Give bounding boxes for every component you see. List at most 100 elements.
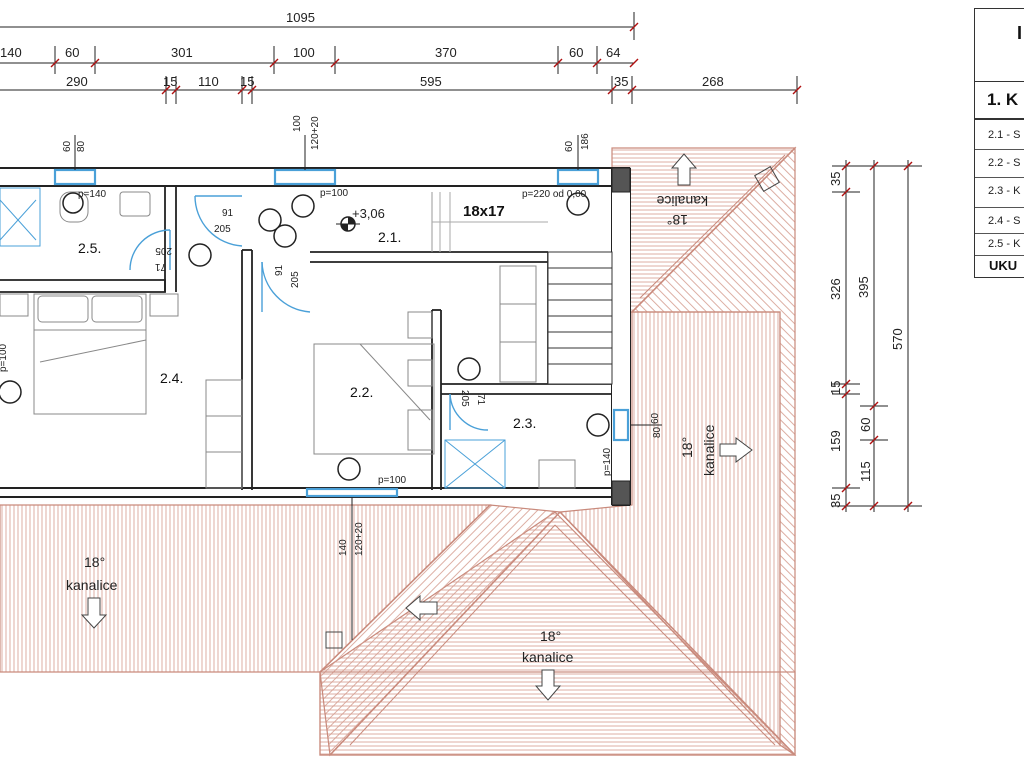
window-height-label: 120+20 <box>310 116 321 150</box>
roof-areas <box>0 146 797 757</box>
light-icon <box>188 243 212 267</box>
dimension-lines-right <box>832 160 922 512</box>
dimension-label: 570 <box>890 328 905 350</box>
annotations: +3,06 18x17 p=140 p=100 p=220 od 0,00 p=… <box>0 115 663 556</box>
legend-row-label: 2.5 - K <box>988 238 1021 250</box>
dimension-label: 35 <box>828 172 843 186</box>
door-swing <box>449 393 489 431</box>
window <box>53 168 97 186</box>
window-width-label: 140 <box>338 539 349 556</box>
light-icon <box>62 192 84 214</box>
room-label-2-2: 2.2. <box>350 384 373 400</box>
dimension-label: 140 <box>0 45 22 60</box>
roof-slope-label-left: 18° <box>84 554 105 570</box>
light-icon <box>258 208 282 232</box>
dimension-label: 100 <box>293 45 315 60</box>
level-marker <box>336 216 360 232</box>
legend-row: 2.1 - S <box>975 119 1024 150</box>
roof-arrows <box>80 153 753 701</box>
room-legend-table: I 1. K 2.1 - S 2.2 - S 2.3 - K 2.4 - S 2… <box>974 8 1024 278</box>
door-swing <box>261 261 311 313</box>
legend-row-label: 2.4 - S <box>988 215 1021 227</box>
dimension-label: 15 <box>163 74 177 89</box>
room-label-2-3: 2.3. <box>513 415 536 431</box>
shower <box>444 439 506 489</box>
wardrobe <box>205 379 243 489</box>
light-icon <box>273 224 297 248</box>
roof-slope-label-right: 18° <box>679 437 695 458</box>
window-width-label: 60 <box>62 140 73 152</box>
roof-slope-label-center: 18° <box>540 628 561 644</box>
window <box>273 168 337 186</box>
dimension-label: 60 <box>569 45 583 60</box>
window-width-label: 60 <box>564 140 575 152</box>
light-icon <box>0 380 22 404</box>
door-width-label: 71 <box>154 261 166 272</box>
room-label-2-4: 2.4. <box>160 370 183 386</box>
sill-label: p=220 od 0,00 <box>522 189 587 200</box>
room-label-2-5: 2.5. <box>78 240 101 256</box>
dimension-label: 110 <box>198 74 219 89</box>
window-height-label: 120+20 <box>354 522 365 556</box>
shower <box>0 187 41 247</box>
arrow-down-icon <box>534 669 562 701</box>
dimension-ticks-right <box>841 161 913 511</box>
door-width-label: 91 <box>274 264 285 276</box>
legend-row-label: 2.1 - S <box>988 129 1021 141</box>
roof-material-label-left: kanalice <box>66 577 118 593</box>
dimension-label: 595 <box>420 74 442 89</box>
legend-row-label: 2.2 - S <box>988 157 1021 169</box>
legend-footer: UKU <box>975 255 1024 277</box>
roof-material-label-right: kanalice <box>701 424 717 476</box>
sill-label: p=140 <box>78 189 107 200</box>
window <box>305 487 399 498</box>
light-icon <box>457 357 481 381</box>
stairs-label: 18x17 <box>463 203 505 220</box>
sill-label: p=100 <box>378 475 407 486</box>
window-width-label: 60 <box>650 412 661 424</box>
dimension-label: 326 <box>828 278 843 300</box>
dimension-label: 370 <box>435 45 457 60</box>
sill-label: p=100 <box>320 188 349 199</box>
arrow-down-icon <box>80 597 108 629</box>
room-labels: 2.1. 2.2. 2.3. 2.4. 2.5. <box>78 229 536 431</box>
dimension-labels-right: 570 395 35 326 15 159 35 60 115 <box>828 172 905 508</box>
door-width-label: 91 <box>222 208 234 219</box>
window <box>556 168 600 186</box>
bed <box>313 343 435 455</box>
dimension-labels-top: 1095 140 60 301 100 370 60 64 290 15 110… <box>0 10 724 89</box>
roof-material-label-center: kanalice <box>522 649 574 665</box>
dimension-ticks-top <box>50 22 802 95</box>
dimension-lines-top <box>0 12 798 104</box>
dimension-label: 395 <box>856 276 871 298</box>
roof-material-label-top: kanalice <box>656 193 708 209</box>
roof-slope-label-top: 18° <box>667 212 688 228</box>
dimension-label: 159 <box>828 430 843 452</box>
roof-labels: 18° kanalice 18° kanalice 18° kanalice 1… <box>66 193 717 665</box>
window-height-label: 186 <box>580 133 591 150</box>
legend-heading-text: 1. K <box>987 90 1019 109</box>
legend-footer-text: UKU <box>989 258 1018 273</box>
dimension-label: 15 <box>240 74 254 89</box>
sill-label: p=140 <box>602 447 613 476</box>
dimension-label: 115 <box>858 461 873 482</box>
wardrobe <box>499 265 537 383</box>
light-icon <box>586 413 610 437</box>
door-height-label: 205 <box>459 390 470 407</box>
dimension-label: 60 <box>65 45 79 60</box>
door-height-label: 205 <box>155 245 172 256</box>
door-swing <box>194 195 243 247</box>
light-icon <box>566 192 590 216</box>
door-width-label: 71 <box>475 394 486 406</box>
arrow-up-icon <box>670 153 698 186</box>
sill-label: p=100 <box>0 343 9 372</box>
level-label: +3,06 <box>352 206 385 221</box>
furniture <box>0 187 576 489</box>
dimension-label: 1095 <box>286 10 315 25</box>
doors <box>129 195 489 431</box>
dimension-label: 35 <box>828 494 843 508</box>
door-height-label: 205 <box>214 224 231 235</box>
dimension-label: 60 <box>858 418 873 432</box>
door-height-label: 205 <box>290 271 301 288</box>
